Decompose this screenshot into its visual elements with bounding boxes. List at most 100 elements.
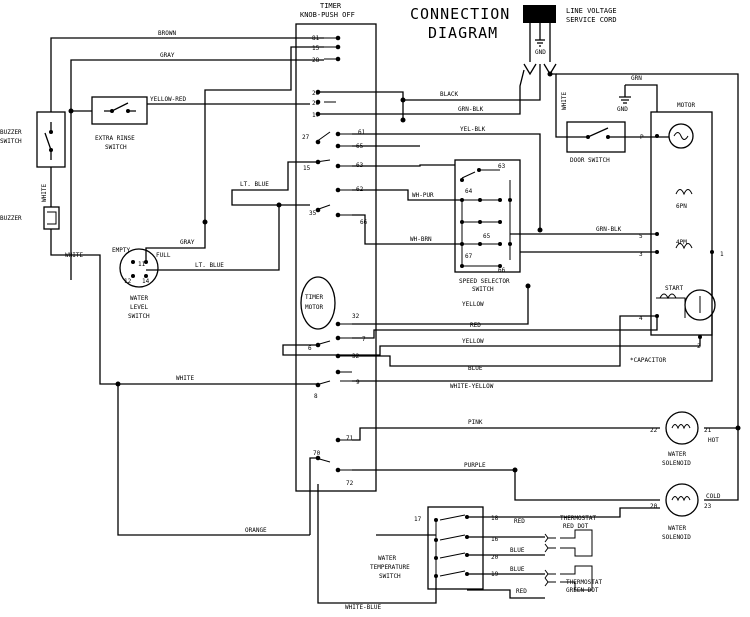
thermostat-green-label2: GREEN DOT: [566, 587, 599, 594]
terminal-61: 61: [358, 129, 366, 136]
cold-solenoid-label1: WATER: [668, 525, 686, 532]
wire-label-orange: ORANGE: [245, 527, 267, 534]
motor-grn-label: GRN: [631, 75, 642, 82]
wire-label-blue-2: BLUE: [510, 547, 525, 554]
thermostat-green-label1: THERMOSTAT: [566, 579, 603, 586]
speed-selector-terminals: 63 64 65 67 66: [465, 163, 506, 274]
terminal-26b: 26: [312, 100, 320, 107]
wire-label-black: BLACK: [440, 91, 458, 98]
motor-terminal-3: 3: [639, 251, 643, 258]
extra-rinse-switch-box: [91, 96, 148, 125]
wts-label3: SWITCH: [379, 573, 401, 580]
wire-label-yel-blk: YEL-BLK: [460, 126, 486, 133]
ss-terminal-64: 64: [465, 188, 473, 195]
wire-label-white-blue: WHITE-BLUE: [345, 604, 382, 611]
cord-label-line2: SERVICE CORD: [566, 16, 617, 24]
terminal-70: 70: [313, 450, 321, 457]
terminal-32: 32: [352, 313, 360, 320]
wire-label-wh-pur: WH-PUR: [412, 192, 434, 199]
diagram-title-line2: DIAGRAM: [428, 24, 498, 42]
wts-contacts: [435, 514, 466, 577]
motor-terminal-1: 1: [720, 251, 724, 258]
terminal-15b: 15: [303, 165, 311, 172]
wl-empty-label: EMPTY: [112, 247, 130, 254]
buzzer-label: BUZZER: [0, 215, 22, 222]
solenoid-terminal-23: 23: [704, 503, 712, 510]
terminal-66: 66: [360, 219, 368, 226]
junction-dots: [68, 71, 741, 473]
hot-solenoid-label1: WATER: [668, 451, 686, 458]
wl-terminal-12: 12: [124, 278, 132, 285]
wire-label-purple: PURPLE: [464, 462, 486, 469]
solenoid-terminal-21: 21: [704, 427, 712, 434]
terminal-35: 35: [309, 210, 317, 217]
speed-selector-label2: SWITCH: [472, 286, 494, 293]
speed-selector-switch-box: [454, 159, 521, 273]
hot-solenoid-label2: SOLENOID: [662, 460, 691, 467]
wts-terminal-17: 17: [414, 516, 422, 523]
thermostat-green-dot-icon: [560, 565, 593, 591]
speed-selector-label1: SPEED SELECTOR: [459, 278, 510, 285]
wire-label-grn-blk-2: GRN-BLK: [596, 226, 622, 233]
wire-label-white-right: WHITE: [561, 92, 568, 110]
water-level-label2: LEVEL: [130, 304, 148, 311]
wts-label2: TEMPERATURE: [370, 564, 410, 571]
wire-labels: BROWN GRAY YELLOW-RED BLACK GRN-BLK YEL-…: [65, 30, 622, 611]
terminal-7: 7: [362, 336, 366, 343]
motor-label: MOTOR: [677, 102, 695, 109]
thermostat-red-label1: THERMOSTAT: [560, 515, 597, 522]
water-level-label3: SWITCH: [128, 313, 150, 320]
motor-4pm-label: 4PM: [676, 239, 687, 246]
wire-label-grn-blk: GRN-BLK: [458, 106, 484, 113]
motor-box: [650, 111, 713, 336]
wire-label-red-2: RED: [514, 518, 525, 525]
cold-label: COLD: [706, 493, 721, 500]
ss-terminal-65: 65: [483, 233, 491, 240]
speed-selector-dots: [460, 168, 512, 268]
start-winding-icon: [659, 293, 677, 300]
thermostat-red-dot-icon: [560, 529, 593, 557]
motor-gnd-label: GND: [617, 106, 628, 113]
wire-paths: [50, 37, 739, 604]
timer-contacts: [315, 35, 352, 473]
wts-terminal-18: 18: [491, 515, 499, 522]
wire-label-yellow: YELLOW: [462, 301, 484, 308]
wire-label-gray-2: GRAY: [180, 239, 195, 246]
timer-motor-label1: TIMER: [305, 294, 323, 301]
wire-label-red: RED: [470, 322, 481, 329]
terminal-71: 71: [346, 435, 354, 442]
cord-gnd-label: GND: [535, 49, 546, 56]
wl-full-label: FULL: [156, 252, 171, 259]
wire-label-blue-3: BLUE: [510, 566, 525, 573]
service-cord-wires: [529, 23, 551, 62]
timer-motor-label2: MOTOR: [305, 304, 323, 311]
extra-rinse-label1: EXTRA RINSE: [95, 135, 135, 142]
water-level-label1: WATER: [130, 295, 148, 302]
wire-label-white: WHITE: [65, 252, 83, 259]
motor-winding-4pm-icon: [675, 243, 693, 250]
wire-label-lt-blue: LT. BLUE: [240, 181, 269, 188]
thermostat-red-label2: RED DOT: [563, 523, 589, 530]
wts-terminal-16: 16: [491, 536, 499, 543]
wire-label-wh-brn: WH-BRN: [410, 236, 432, 243]
terminal-26: 26: [312, 90, 320, 97]
terminal-27: 27: [302, 134, 310, 141]
terminal-15: 15: [312, 45, 320, 52]
wire-label-blue: BLUE: [468, 365, 483, 372]
wl-terminal-11: 11: [138, 261, 146, 268]
terminal-8: 8: [314, 393, 318, 400]
motor-start-label: START: [665, 285, 683, 292]
door-switch-label: DOOR SWITCH: [570, 157, 610, 164]
motor-6pn-label: 6PN: [676, 203, 687, 210]
wire-label-lt-blue-2: LT. BLUE: [195, 262, 224, 269]
solenoid-terminal-20: 20: [650, 503, 658, 510]
timer-motor-icon: [300, 276, 336, 330]
ss-terminal-66: 66: [498, 267, 506, 274]
diagram-title-line1: CONNECTION: [410, 5, 510, 23]
terminal-9: 9: [356, 379, 360, 386]
timer-subheader: KNOB-PUSH OFF: [300, 11, 355, 19]
wts-label1: WATER: [378, 555, 396, 562]
wire-label-white-yellow: WHITE-YELLOW: [450, 383, 494, 390]
